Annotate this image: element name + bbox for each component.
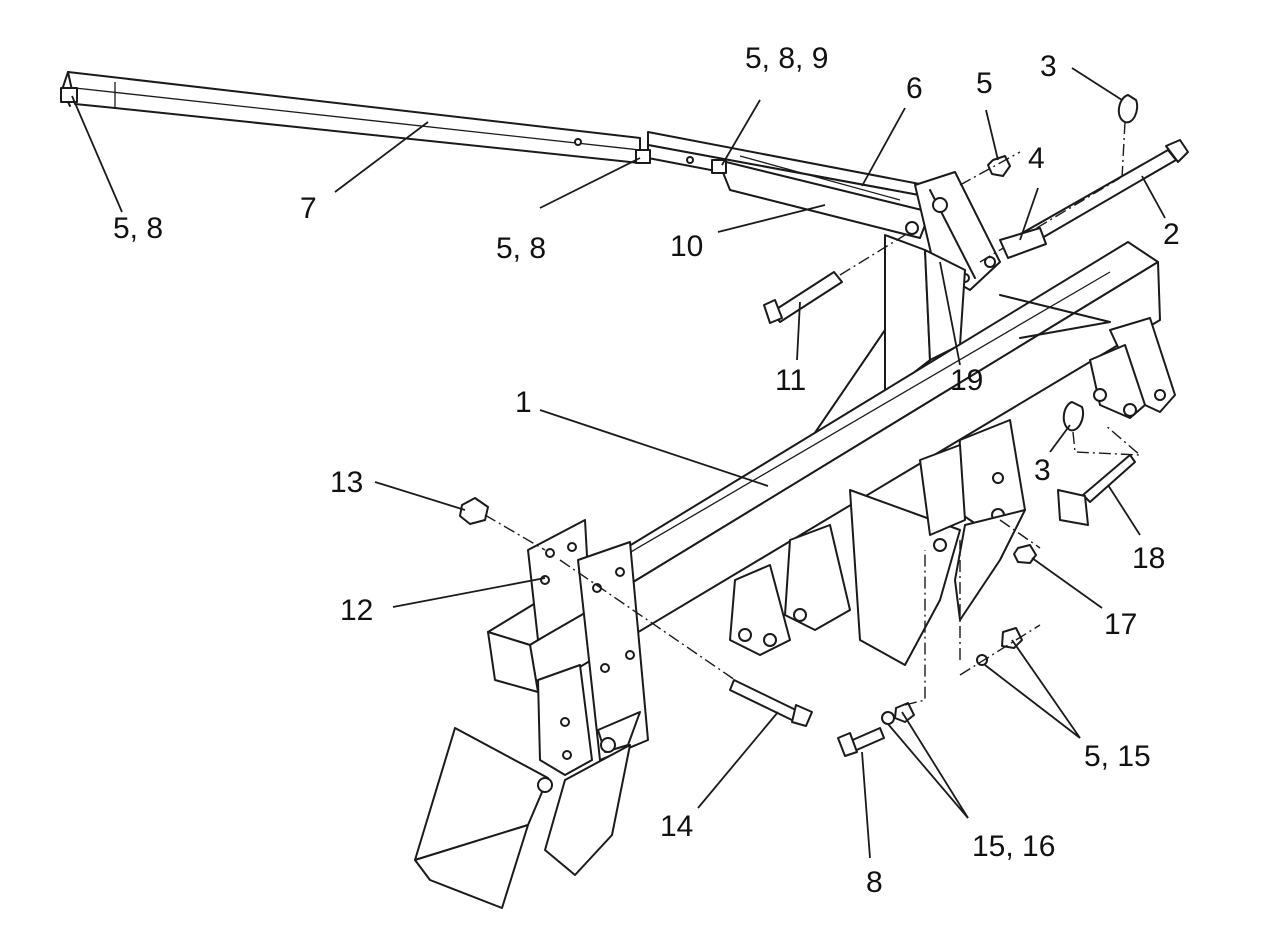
label-18: 18 [1132, 542, 1165, 575]
label-2: 2 [1163, 218, 1180, 251]
link-part-10 [717, 155, 931, 239]
nut-icon [459, 497, 489, 525]
label-19: 19 [950, 364, 983, 397]
label-3-top: 3 [1040, 50, 1057, 83]
label-11: 11 [775, 364, 806, 397]
label-14: 14 [660, 810, 693, 843]
label-3-mid: 3 [1034, 454, 1051, 487]
label-17: 17 [1104, 608, 1137, 641]
fasteners [60, 87, 1189, 757]
label-7: 7 [300, 192, 317, 225]
label-13: 13 [330, 466, 363, 499]
plate-icon [1057, 489, 1089, 526]
label-4: 4 [1028, 142, 1045, 175]
label-5-8-mid: 5, 8 [496, 232, 546, 265]
arm-part-7 [61, 71, 641, 164]
nut-icon [635, 149, 651, 164]
label-1: 1 [515, 386, 532, 419]
shank-left [414, 664, 641, 909]
lynch-pin-icon [1062, 401, 1084, 432]
bolt-icon [729, 679, 801, 723]
front-plate-left [577, 541, 649, 761]
label-8: 8 [866, 866, 883, 899]
main-beam-part-1 [487, 241, 1161, 693]
label-15-16: 15, 16 [972, 830, 1055, 863]
washer-icon [881, 711, 895, 725]
callout-labels: 5, 8 7 5, 8 5, 8, 9 6 5 3 4 2 10 11 19 1… [113, 42, 1180, 899]
hitch-bracket-right [1089, 317, 1176, 419]
nut-icon [1013, 544, 1037, 564]
nut-icon [894, 702, 915, 723]
label-10: 10 [670, 230, 703, 263]
spacer-icon [999, 227, 1047, 259]
washer-icon [976, 654, 988, 666]
label-12: 12 [340, 594, 373, 627]
pin-icon [1082, 454, 1136, 503]
shank-right [919, 419, 1026, 621]
shank-middle [729, 489, 961, 666]
label-6: 6 [906, 72, 923, 105]
bolt-icon [771, 271, 843, 323]
label-5-8-9: 5, 8, 9 [745, 42, 828, 75]
label-5: 5 [976, 67, 993, 100]
nut-icon [1001, 627, 1023, 649]
leader-lines [71, 67, 1166, 859]
label-5-15: 5, 15 [1084, 740, 1151, 773]
label-5-8-left: 5, 8 [113, 212, 163, 245]
